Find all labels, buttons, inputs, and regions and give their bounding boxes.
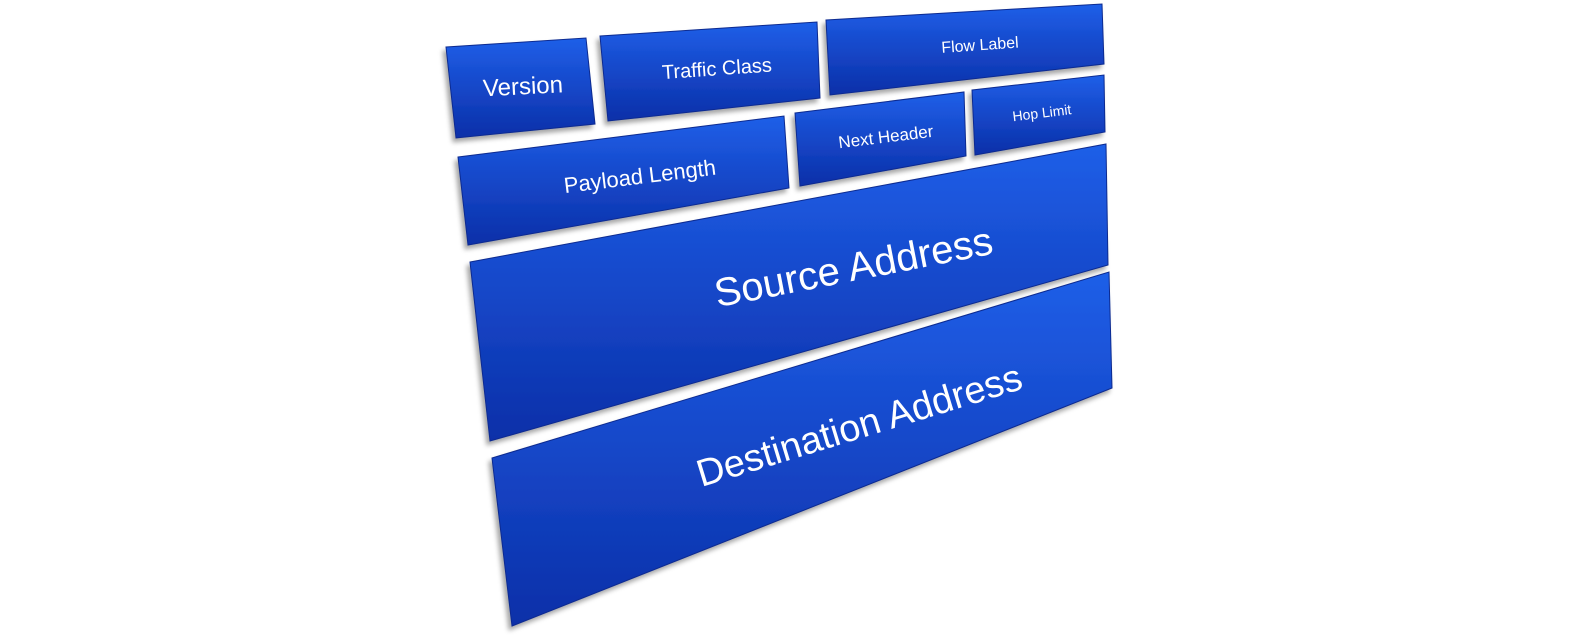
field-source-address: Source Address: [469, 143, 1109, 442]
field-hop-limit: Hop Limit: [971, 74, 1106, 156]
field-hop-limit-box: [971, 74, 1106, 156]
field-hop-limit-label: Hop Limit: [1012, 101, 1073, 124]
field-version: Version: [445, 37, 596, 139]
field-flow-label-label: Flow Label: [941, 35, 1019, 57]
field-version-box: [445, 37, 596, 139]
field-payload-length: Payload Length: [457, 115, 790, 246]
field-destination-address-box: [491, 271, 1113, 627]
field-payload-length-box: [457, 115, 790, 246]
field-flow-label-box: [825, 3, 1105, 96]
field-next-header-box: [794, 91, 967, 187]
field-traffic-class: Traffic Class: [599, 21, 821, 122]
field-traffic-class-box: [599, 21, 821, 122]
field-source-address-box: [469, 143, 1109, 442]
field-next-header: Next Header: [794, 91, 967, 187]
field-flow-label: Flow Label: [825, 3, 1105, 96]
field-version-label: Version: [482, 71, 563, 102]
